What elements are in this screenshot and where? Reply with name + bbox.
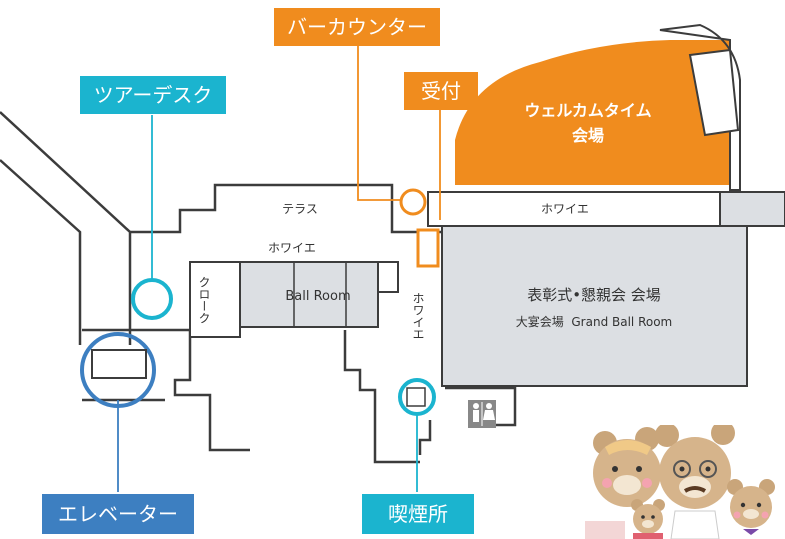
cloak-area <box>189 261 241 338</box>
elevator-marker[interactable] <box>80 332 156 408</box>
foyer-top-label: ホワイエ <box>541 202 589 216</box>
reception-callout[interactable]: 受付 <box>404 72 478 110</box>
welcome-time-label-1: ウェルカムタイム <box>524 101 651 120</box>
ball-room[interactable] <box>239 261 379 328</box>
foyer-left-label: ホワイエ <box>268 241 316 255</box>
terrace-label: テラス <box>282 202 318 216</box>
bar-counter-leader <box>357 45 405 201</box>
stage-outline <box>659 23 741 191</box>
reception-marker[interactable] <box>416 228 440 268</box>
bear-mascots-illustration <box>585 425 775 539</box>
restroom-icon <box>468 400 496 428</box>
small-bear-right <box>727 479 775 535</box>
welcome-time-area[interactable] <box>455 40 730 185</box>
tour-desk-callout[interactable]: ツアーデスク <box>80 76 226 114</box>
tour-desk-marker[interactable] <box>131 278 173 320</box>
bar-counter-callout[interactable]: バーカウンター <box>274 8 440 46</box>
small-bear-center <box>631 499 665 539</box>
top-right-gray-block <box>719 191 785 227</box>
foyer-vertical-label: ホワイエ <box>411 292 425 340</box>
ball-room-label: Ball Room <box>285 289 350 304</box>
smoking-area-callout[interactable]: 喫煙所 <box>362 494 474 534</box>
big-bear-left <box>593 427 661 507</box>
smoking-area-marker[interactable] <box>398 378 436 416</box>
bar-counter-marker[interactable] <box>399 188 427 216</box>
grand-ballroom[interactable] <box>441 225 748 387</box>
ceremony-hall-label: 表彰式•懇親会 会場 <box>527 286 661 304</box>
grand-ballroom-label: 大宴会場 Grand Ball Room <box>516 314 673 329</box>
welcome-time-label-2: 会場 <box>572 126 604 145</box>
corridor-walls <box>0 111 517 464</box>
elevator-callout[interactable]: エレベーター <box>42 494 194 534</box>
cloak-label: クローク <box>197 276 211 324</box>
